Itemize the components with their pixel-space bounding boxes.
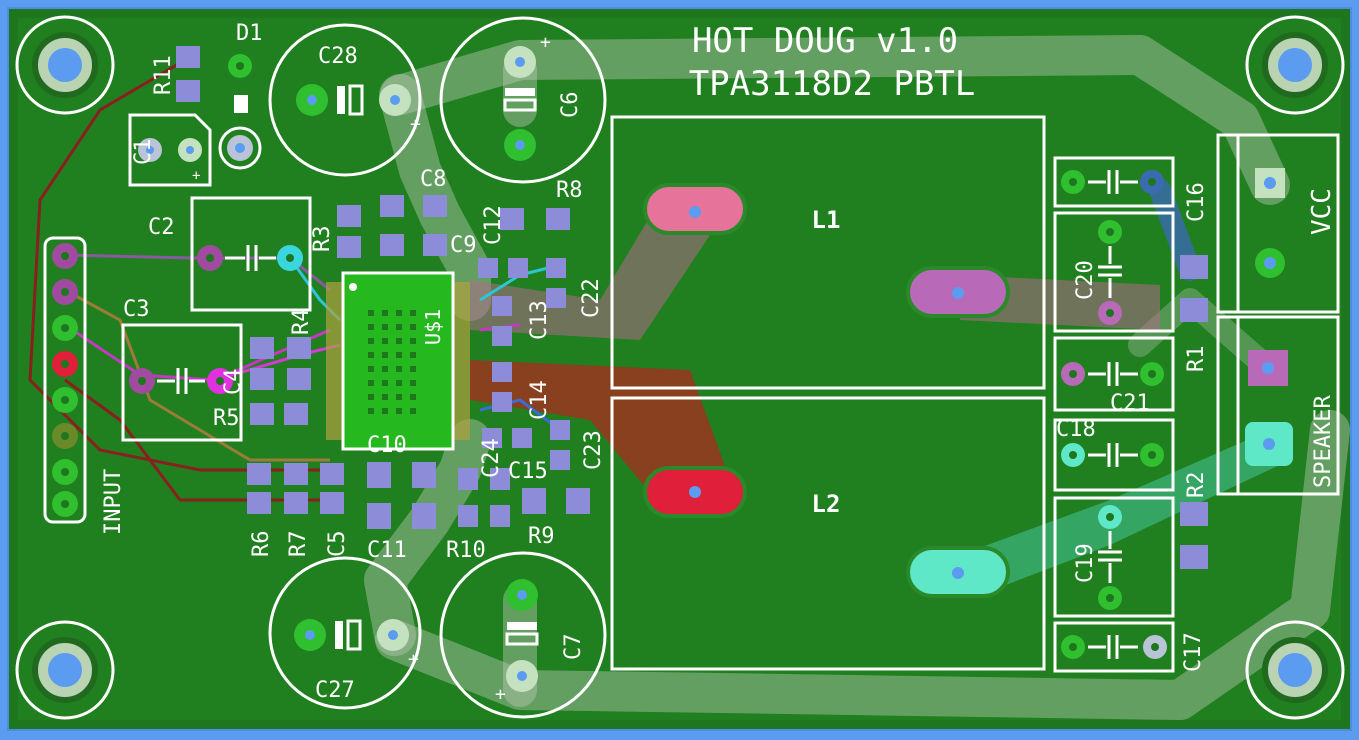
label-r1: R1: [1184, 346, 1209, 373]
capacitor-c1: +: [128, 113, 212, 187]
capacitor-c17: [1053, 621, 1175, 673]
smd-pads: [247, 195, 1208, 569]
label-c18: C18: [1056, 417, 1096, 442]
svg-text:+: +: [408, 649, 419, 670]
vcc-label: VCC: [1307, 188, 1337, 235]
capacitor-c28: +: [268, 23, 422, 177]
label-c2: C2: [148, 215, 175, 240]
label-c8: C8: [420, 167, 447, 192]
label-c6: C6: [558, 92, 583, 119]
mount-hole-bottom-right: [1245, 620, 1345, 720]
svg-text:+: +: [410, 114, 421, 135]
label-c3: C3: [123, 297, 150, 322]
label-r9: R9: [528, 524, 555, 549]
label-c17: C17: [1181, 632, 1206, 672]
capacitor-c18: [1053, 418, 1175, 492]
label-c28: C28: [318, 44, 358, 69]
label-c12: C12: [481, 205, 506, 245]
board-title: HOT DOUG v1.0: [692, 21, 958, 61]
label-c27: C27: [315, 678, 355, 703]
inductor-l1-label: L1: [812, 206, 841, 234]
label-r4: R4: [289, 309, 314, 336]
input-header: INPUT: [43, 236, 126, 535]
label-c9: C9: [450, 233, 477, 258]
mount-hole-top-left: [15, 15, 115, 115]
label-r2: R2: [1184, 472, 1209, 499]
capacitor-c19: [1053, 496, 1175, 618]
label-c5: C5: [325, 531, 350, 558]
capacitor-c7: +: [439, 551, 607, 719]
capacitor-c2: [190, 196, 312, 312]
label-c11: C11: [367, 538, 407, 563]
capacitor-c16: [1053, 156, 1175, 208]
inductor-l1: L1: [610, 115, 1046, 390]
mount-hole-top-right: [1245, 15, 1345, 115]
label-c10: C10: [367, 433, 407, 458]
label-r8: R8: [556, 178, 583, 203]
board-subtitle: TPA3118D2 PBTL: [689, 64, 976, 104]
label-r7: R7: [286, 531, 311, 558]
label-c15: C15: [508, 459, 548, 484]
label-c4: C4: [221, 369, 246, 396]
resistor-r11: [176, 46, 200, 102]
speaker-terminal: SPEAKER: [1216, 315, 1340, 496]
capacitor-c20: [1053, 211, 1175, 333]
label-r3: R3: [310, 226, 335, 253]
label-c7: C7: [561, 634, 586, 661]
mount-hole-bottom-left: [15, 620, 115, 720]
label-c24: C24: [479, 438, 504, 478]
label-r5: R5: [213, 406, 240, 431]
label-r10: R10: [446, 538, 486, 563]
mounting-holes: [15, 15, 1345, 720]
label-c20: C20: [1073, 260, 1098, 300]
inductor-l2-label: L2: [812, 490, 841, 518]
svg-text:+: +: [495, 684, 506, 705]
label-c19: C19: [1073, 543, 1098, 583]
label-d1: D1: [236, 21, 263, 46]
label-c21: C21: [1110, 391, 1150, 416]
capacitor-c27: +: [268, 556, 422, 710]
vcc-terminal: VCC: [1216, 133, 1340, 314]
label-c23: C23: [581, 430, 606, 470]
capacitor-c21: [1053, 336, 1175, 412]
capacitor-c6: +: [439, 16, 607, 184]
label-r11: R11: [151, 55, 176, 95]
svg-text:+: +: [192, 168, 200, 184]
ic-u1: U$1: [326, 271, 470, 451]
input-label: INPUT: [101, 469, 126, 535]
label-c22: C22: [579, 278, 604, 318]
svg-text:+: +: [540, 32, 551, 53]
label-c13: C13: [527, 300, 552, 340]
ic-label: U$1: [421, 309, 445, 345]
label-c16: C16: [1184, 182, 1209, 222]
silk-labels: D1 R11 C1 C28 C6 C2 R3 C8 C12 C9 R8 C22 …: [123, 21, 1209, 703]
diode-d1: [218, 54, 262, 170]
inductor-l2: L2: [610, 396, 1046, 671]
speaker-label: SPEAKER: [1311, 395, 1336, 488]
label-c1: C1: [131, 139, 156, 166]
label-c14: C14: [527, 380, 552, 420]
capacitor-c3: [121, 323, 243, 442]
label-r6: R6: [249, 531, 274, 558]
